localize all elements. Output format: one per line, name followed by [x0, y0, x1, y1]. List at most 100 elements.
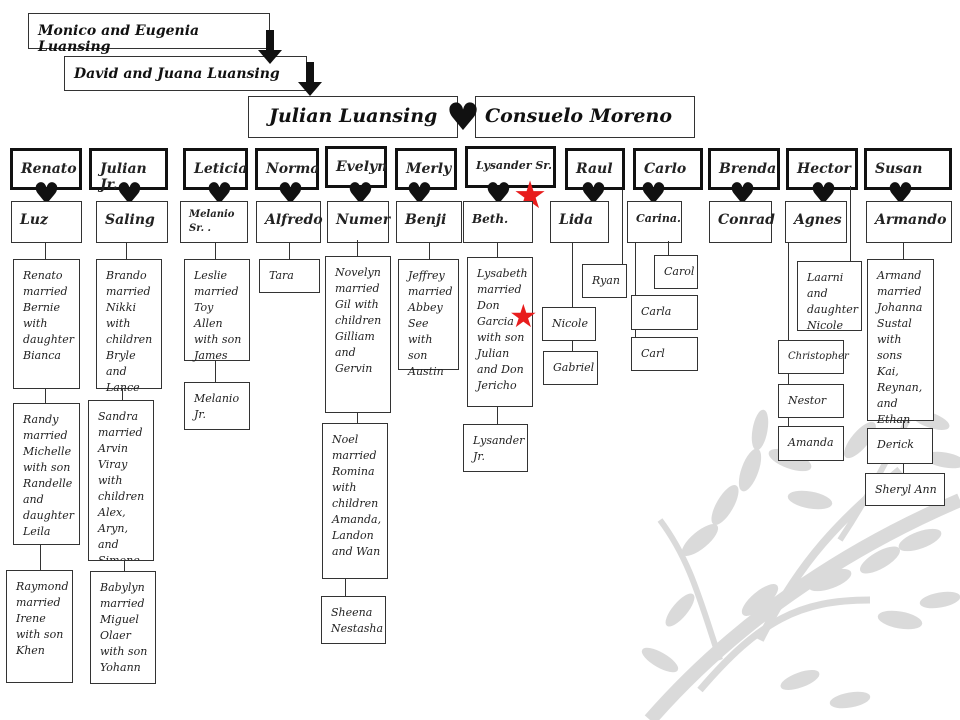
grandparents-label: David and Juana Luansing: [74, 66, 280, 82]
descendant-box: Renato married Bernie with daughter Bian…: [13, 259, 80, 389]
connector-line: [668, 241, 669, 255]
descendant-box: Derick: [867, 428, 933, 464]
child-raul: Raul: [565, 148, 625, 190]
grandparents-box: David and Juana Luansing: [64, 56, 307, 91]
descendant-box: Noel married Romina with children Amanda…: [322, 423, 388, 579]
connector-line: [357, 413, 358, 423]
child-name: Brenda: [719, 161, 777, 177]
connector-line: [45, 389, 46, 403]
child-name: Julian Jr.: [100, 161, 147, 193]
connector-line: [126, 243, 127, 259]
spouse-lida: Lida: [550, 201, 609, 243]
descendant-text: Renato married Bernie with daughter Bian…: [23, 269, 74, 362]
descendant-box: Novelyn married Gil with children Gillia…: [325, 256, 391, 413]
descendant-text: Nicole: [552, 317, 588, 330]
child-name: Norma: [266, 161, 320, 177]
spouse-name: Conrad: [718, 212, 775, 228]
spouse-melanio-sr: Melanio Sr. .: [180, 201, 248, 243]
descendant-box: Brando married Nikki with children Bryle…: [96, 259, 162, 394]
spouse-name: Alfredo: [265, 212, 323, 228]
connector-line: [429, 243, 430, 259]
spouse-conrad: Conrad: [709, 201, 775, 243]
connector-line: [289, 243, 290, 259]
wife-name: Consuelo Moreno: [485, 105, 673, 127]
descendant-box: Sheryl Ann: [865, 473, 945, 506]
descendant-box: Sandra married Arvin Viray with children…: [88, 400, 154, 561]
descendant-box: Raymond married Irene with son Khen: [6, 570, 73, 683]
descendant-text: Carl: [641, 347, 665, 360]
descendant-text: Christopher: [788, 351, 849, 362]
descendant-box: Armand married Johanna Sustal with sons …: [867, 259, 934, 426]
child-carlo: Carlo: [633, 148, 703, 190]
descendant-box: Lysander Jr.: [463, 424, 528, 472]
spouse-name: Lida: [559, 212, 594, 228]
descendant-box: Carl: [631, 337, 698, 371]
connector-line: [45, 243, 46, 259]
spouse-name: Saling: [105, 212, 155, 228]
descendant-text: Sheena Nestasha: [331, 606, 384, 635]
child-name: Merly: [406, 161, 452, 177]
great-grandparents-label: Monico and Eugenia Luansing: [38, 23, 200, 55]
descendant-text: Randy married Michelle with son Randelle…: [23, 413, 74, 538]
descendant-box: Carol: [654, 255, 698, 289]
child-name: Evelyn: [336, 159, 388, 175]
spouse-name: Agnes: [794, 212, 842, 228]
descendant-box: Melanio Jr.: [184, 382, 250, 430]
child-brenda: Brenda: [708, 148, 780, 190]
descendant-text: Carol: [664, 265, 695, 278]
descendant-text: Ryan: [592, 274, 620, 287]
descendant-text: Gabriel: [553, 361, 595, 374]
descendant-box: Leslie married Toy Allen with son James: [184, 259, 250, 362]
descendant-text: Novelyn married Gil with children Gillia…: [335, 266, 382, 375]
descendant-text: Tara: [269, 269, 294, 282]
connector-line: [788, 243, 789, 340]
spouse-name: Luz: [20, 212, 48, 228]
descendant-text: Jeffrey married Abbey See with son Austi…: [408, 269, 453, 378]
descendant-box: Amanda: [778, 426, 844, 461]
child-name: Susan: [875, 161, 923, 177]
descendant-text: Lysabeth married Don Garcia with son Jul…: [477, 267, 528, 392]
descendant-box: Jeffrey married Abbey See with son Austi…: [398, 259, 459, 378]
spouse-name: Benji: [405, 212, 447, 228]
connector-line: [635, 330, 636, 337]
spouse-name: Melanio Sr. .: [189, 209, 235, 234]
descendant-box: Lysabeth married Don Garcia with son Jul…: [467, 257, 533, 407]
child-name: Raul: [576, 161, 613, 177]
wife-box: Consuelo Moreno: [475, 96, 695, 138]
star-icon: ★: [509, 297, 538, 335]
descendant-text: Nestor: [788, 394, 827, 407]
heart-icon: ♥: [446, 95, 481, 139]
spouse-armando: Armando: [866, 201, 952, 243]
descendant-text: Laarni and daughter Nicole: [807, 271, 858, 332]
descendant-box: Nestor: [778, 384, 844, 418]
connector-line: [903, 464, 904, 473]
husband-box: Julian Luansing: [248, 96, 458, 138]
child-name: Renato: [21, 161, 77, 177]
descendant-text: Raymond married Irene with son Khen: [16, 580, 69, 657]
spouse-beth: Beth.: [463, 201, 533, 243]
child-julian-jr: Julian Jr.: [89, 148, 168, 193]
great-grandparents-box: Monico and Eugenia Luansing: [28, 13, 270, 55]
descendant-text: Derick: [877, 438, 914, 451]
descendant-text: Armand married Johanna Sustal with sons …: [877, 269, 923, 426]
descendant-text: Leslie married Toy Allen with son James: [194, 269, 242, 362]
descendant-text: Sheryl Ann: [875, 483, 937, 496]
descendant-box: Tara: [259, 259, 320, 293]
child-leticia: Leticia: [183, 148, 248, 190]
connector-line: [903, 421, 904, 428]
connector-line: [357, 240, 358, 256]
connector-line: [903, 243, 904, 259]
connector-line: [345, 579, 346, 596]
descendant-text: Brando married Nikki with children Bryle…: [106, 269, 153, 394]
child-name: Hector: [797, 161, 851, 177]
connector-line: [622, 190, 623, 264]
spouse-saling: Saling: [96, 201, 168, 243]
connector-line: [215, 243, 216, 259]
spouse-numer: Numer: [327, 201, 390, 243]
descendant-text: Babylyn married Miguel Olaer with son Yo…: [100, 581, 148, 674]
spouse-carina: Carina.: [627, 201, 682, 243]
descendant-text: Carla: [641, 305, 672, 318]
child-renato: Renato: [10, 148, 82, 190]
connector-line: [572, 341, 573, 351]
